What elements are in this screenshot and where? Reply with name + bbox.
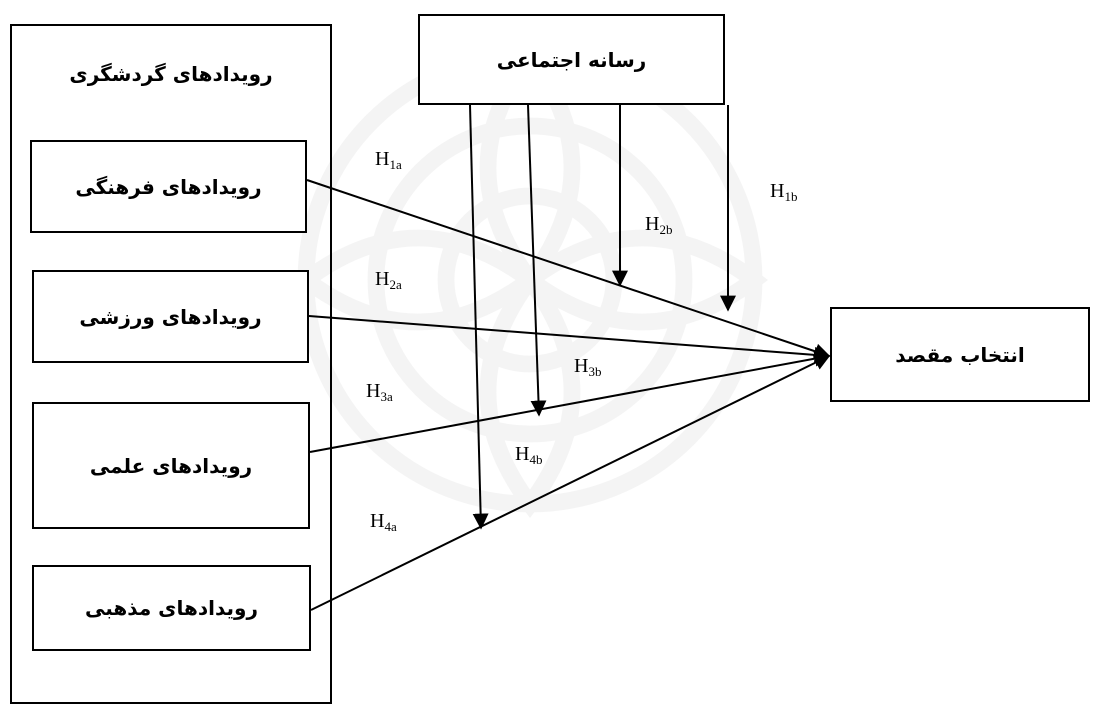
label-h4a: H4a <box>370 510 397 534</box>
cultural-events-label: رویدادهای فرهنگی <box>75 174 262 199</box>
label-h2a: H2a <box>375 268 402 292</box>
label-h2b: H2b <box>645 213 673 237</box>
social-media-label: رسانه اجتماعی <box>496 47 647 72</box>
cultural-events-box: رویدادهای فرهنگی <box>30 140 307 233</box>
destination-choice-label: انتخاب مقصد <box>895 342 1025 367</box>
path-h2a <box>308 315 831 363</box>
label-h1a: H1a <box>375 148 402 172</box>
watermark-rosette <box>291 41 769 519</box>
sport-events-label: رویدادهای ورزشی <box>79 304 262 329</box>
moderator-arrow-h3b <box>527 104 547 417</box>
path-h4a <box>310 355 831 611</box>
label-h1b: H1b <box>770 180 798 204</box>
diagram-connectors <box>306 104 831 611</box>
path-h1a <box>306 179 831 359</box>
moderator-arrow-h4b <box>469 104 489 530</box>
path-h3a <box>309 350 831 453</box>
tourism-events-group-title: رویدادهای گردشگری <box>69 62 273 86</box>
destination-choice-box: انتخاب مقصد <box>830 307 1090 402</box>
label-h4b: H4b <box>515 443 543 467</box>
religious-events-box: رویدادهای مذهبی <box>32 565 311 651</box>
label-h3a: H3a <box>366 380 393 404</box>
science-events-label: رویدادهای علمی <box>89 453 253 478</box>
social-media-box: رسانه اجتماعی <box>418 14 725 105</box>
label-h3b: H3b <box>574 355 602 379</box>
science-events-box: رویدادهای علمی <box>32 402 310 529</box>
sport-events-box: رویدادهای ورزشی <box>32 270 309 363</box>
religious-events-label: رویدادهای مذهبی <box>85 596 258 620</box>
